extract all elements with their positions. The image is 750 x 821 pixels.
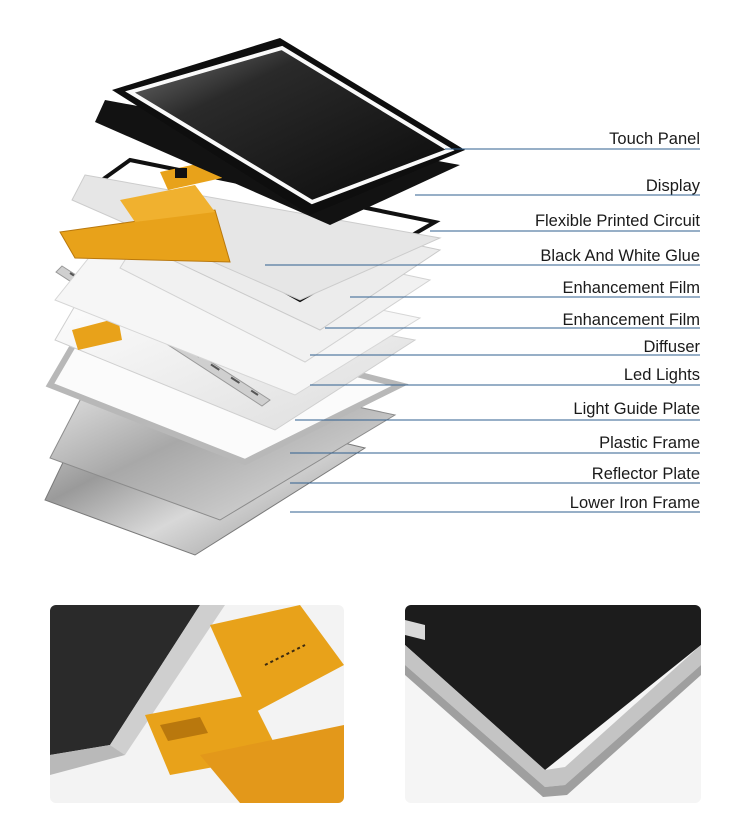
label-led-lights: Led Lights <box>623 366 700 384</box>
label-plastic-frame: Plastic Frame <box>599 434 700 452</box>
label-enhancement-film-1: Enhancement Film <box>562 279 700 297</box>
label-diffuser: Diffuser <box>643 338 700 356</box>
label-light-guide-plate: Light Guide Plate <box>573 400 700 418</box>
label-display: Display <box>645 177 700 195</box>
leader-lines <box>265 148 700 513</box>
label-touch-panel: Touch Panel <box>609 130 700 148</box>
label-reflector-plate: Reflector Plate <box>591 465 700 483</box>
label-enhancement-film-2: Enhancement Film <box>562 311 700 329</box>
lcd-corner-closeup-photo <box>405 605 701 803</box>
lcd-fpc-closeup-photo <box>50 605 344 803</box>
label-black-and-white-glue: Black And White Glue <box>540 247 700 265</box>
label-flexible-printed-circuit: Flexible Printed Circuit <box>534 212 700 230</box>
label-lower-iron-frame: Lower Iron Frame <box>569 494 700 512</box>
exploded-lcd-layer-diagram <box>44 38 700 556</box>
touch-panel-layer <box>112 38 465 215</box>
